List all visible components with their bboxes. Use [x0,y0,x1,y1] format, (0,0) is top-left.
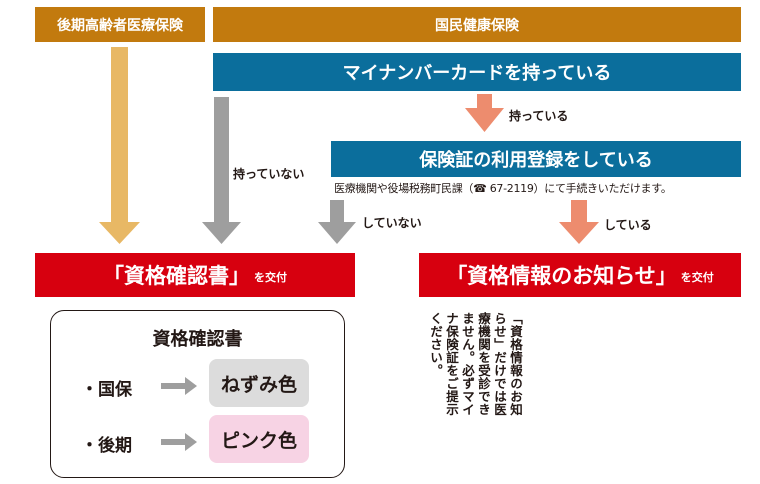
contact-note: 医療機関や役場税務町民課（☎ 67-2119）にて手続きいただけます。 [334,182,672,195]
step-registration-label: 保険証の利用登録をしている [419,150,653,171]
swatch-gray: ねずみ色 [209,359,309,407]
swatch-pink: ピンク色 [209,415,309,463]
swatch-gray-label: ねずみ色 [220,373,297,396]
certificate-color-legend: 資格確認書 ・国保 ねずみ色 ・後期 ピンク色 [50,310,345,478]
step-registration: 保険証の利用登録をしている [331,141,741,177]
result-certificate-main: 「資格確認書」 [103,264,250,288]
header-national-insurance: 国民健康保険 [213,7,741,42]
salmon-arrow-has-card-shape [465,94,504,132]
result-info-notice: 「資格情報のお知らせ」 を交付 [419,253,741,297]
result-certificate: 「資格確認書」 を交付 [35,253,355,297]
salmon-arrow-registered-shape [559,200,599,244]
step-my-number-card-label: マイナンバーカードを持っている [342,63,612,84]
arrow-right-icon [161,377,197,395]
swatch-pink-label: ピンク色 [220,429,297,452]
arrow-right-icon [161,433,197,451]
legend-title: 資格確認書 [152,329,243,350]
label-registered: している [604,218,652,232]
result-certificate-suffix: を交付 [254,271,287,284]
step-my-number-card: マイナンバーカードを持っている [213,53,741,91]
label-has-card: 持っている [509,109,569,123]
legend-row-kouki-label: ・後期 [81,436,132,456]
gray-arrow-no-card-shape [202,97,241,244]
vertical-warning-note: 「資格情報のお知らせ」だけでは医療機関を受診できません。必ずマイナ保険証をご提示… [428,312,523,416]
result-info-suffix: を交付 [680,271,714,284]
tan-arrow-shape [99,47,140,244]
gray-arrow-not-registered-shape [318,200,356,244]
header-elderly-label: 後期高齢者医療保険 [57,17,183,34]
label-not-registered: していない [362,216,422,230]
header-national-label: 国民健康保険 [435,17,519,34]
legend-row-kokuho-label: ・国保 [81,380,132,400]
header-elderly-insurance: 後期高齢者医療保険 [35,7,205,42]
result-info-main: 「資格情報のお知らせ」 [446,264,677,288]
label-no-card: 持っていない [233,167,305,181]
